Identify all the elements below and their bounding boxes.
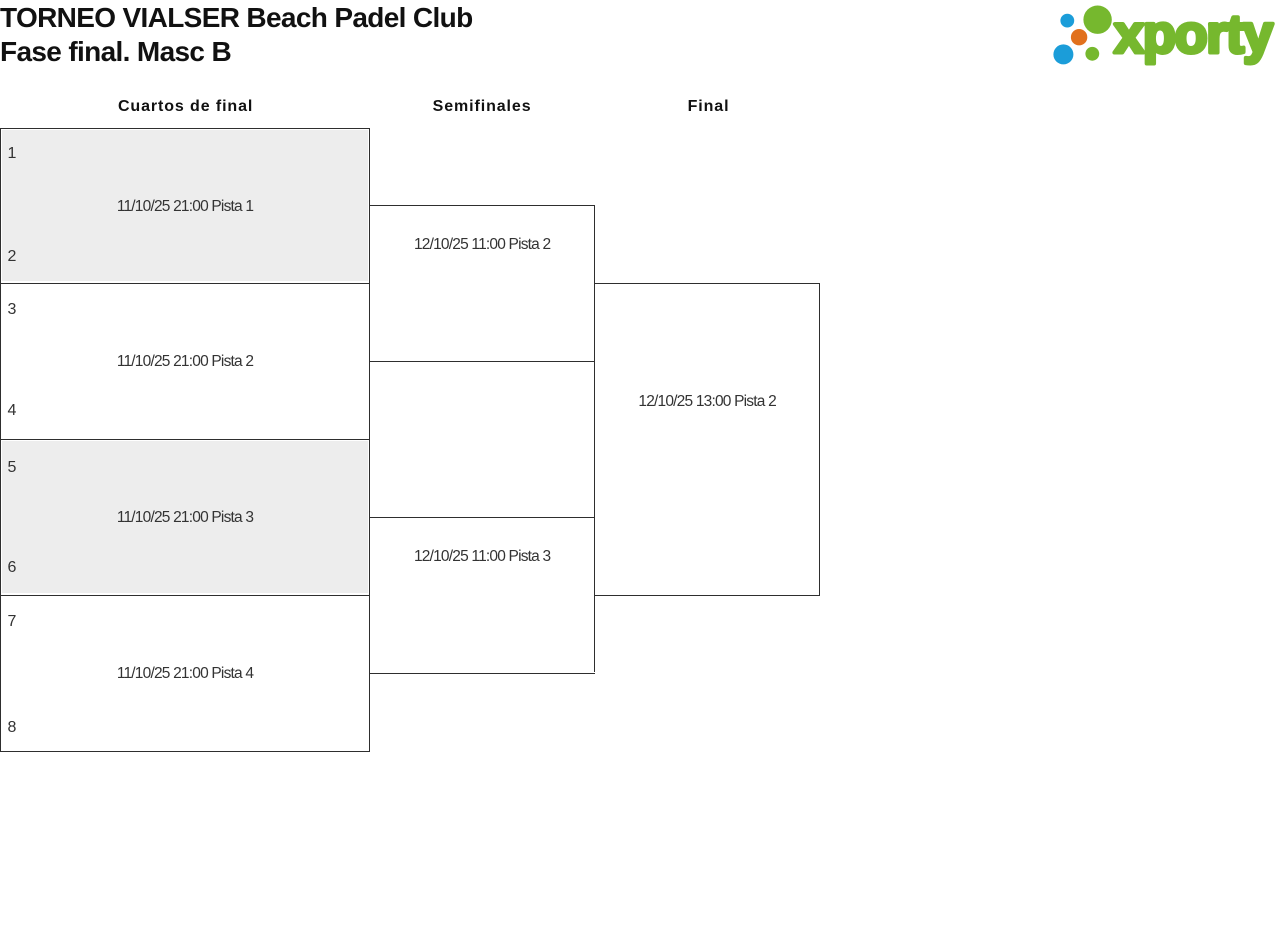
svg-text:xporty: xporty xyxy=(1114,5,1273,65)
